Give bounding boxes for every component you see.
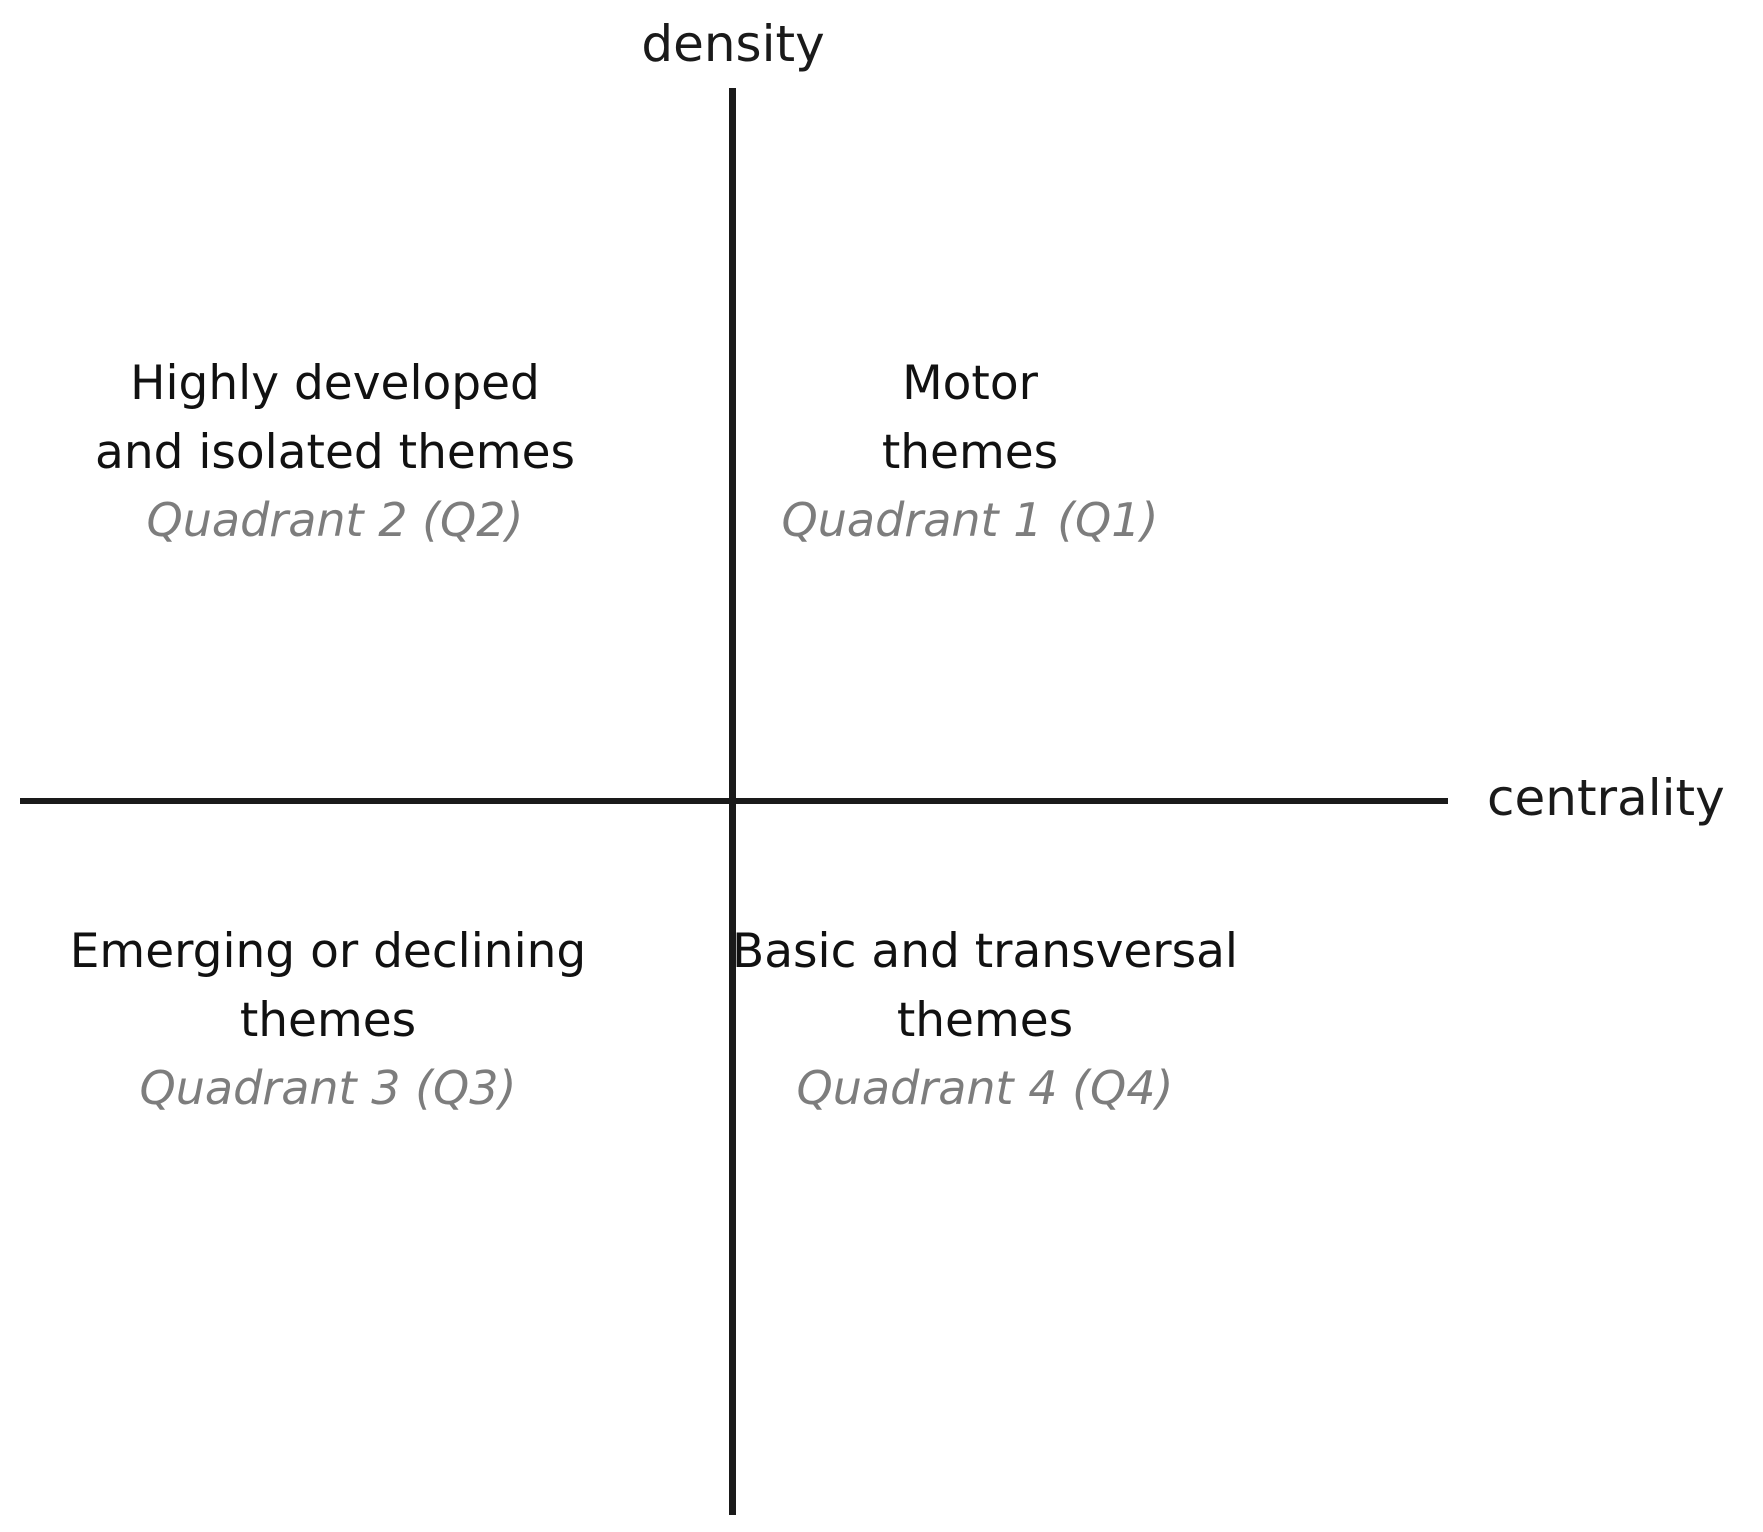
quadrant-4-line-2: themes: [896, 993, 1074, 1048]
quadrant-1-line-1: Motor: [902, 356, 1038, 411]
quadrant-3-line-1: Emerging or declining: [69, 924, 587, 979]
y-axis-title: density: [641, 15, 825, 73]
x-axis-title: centrality: [1487, 769, 1725, 827]
horizontal-axis-line: [20, 798, 1448, 804]
quadrant-3-label-block: Emerging or declining themes Quadrant 3 …: [18, 917, 638, 1121]
quadrant-4-sublabel: Quadrant 4 (Q4): [796, 1061, 1174, 1115]
quadrant-1-sublabel: Quadrant 1 (Q1): [781, 493, 1159, 547]
quadrant-1-label-block: Motor themes Quadrant 1 (Q1): [735, 349, 1205, 553]
quadrant-2-line-2: and isolated themes: [95, 425, 575, 480]
quadrant-1-line-2: themes: [881, 425, 1059, 480]
quadrant-2-line-1: Highly developed: [130, 356, 540, 411]
quadrant-3-line-2: themes: [239, 993, 417, 1048]
quadrant-3-sublabel: Quadrant 3 (Q3): [139, 1061, 517, 1115]
quadrant-2-sublabel: Quadrant 2 (Q2): [146, 493, 524, 547]
quadrant-2-label-block: Highly developed and isolated themes Qua…: [30, 349, 640, 553]
quadrant-4-label-block: Basic and transversal themes Quadrant 4 …: [690, 917, 1280, 1121]
quadrant-4-line-1: Basic and transversal: [732, 924, 1238, 979]
